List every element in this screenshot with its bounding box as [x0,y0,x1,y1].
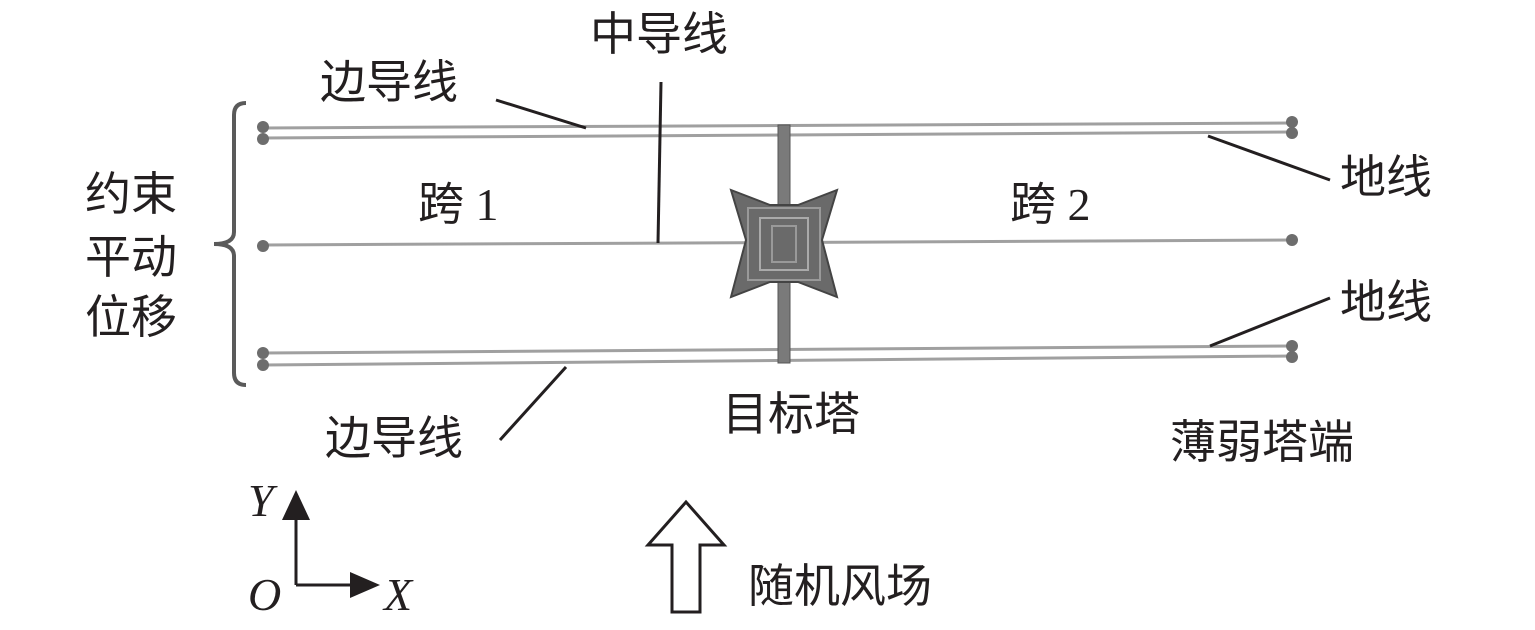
label-side-conductor-top: 边导线 [320,57,458,108]
label-span2: 跨 2 [1010,179,1091,230]
label-wind-field: 随机风场 [748,561,932,612]
label-constraint-3: 位移 [85,292,177,343]
label-ground-wire-bottom: 地线 [1340,277,1432,328]
target-tower-icon [729,124,839,364]
axis-origin-label: O [248,569,282,620]
label-side-conductor-bottom: 边导线 [325,413,463,464]
label-span1: 跨 1 [418,179,499,230]
label-constraint-2: 平动 [85,232,177,283]
leader-middle [656,81,663,244]
leader-ground-top [1207,134,1331,182]
leader-side-top [495,98,587,130]
axis-x-label: X [384,569,413,620]
leader-side-bottom [498,365,568,442]
label-constraint-1: 约束 [85,169,177,220]
label-weak-tower-end: 薄弱塔端 [1170,417,1354,468]
constraint-brace [213,101,247,387]
label-middle-conductor: 中导线 [590,9,728,60]
wind-arrow-icon [644,499,728,614]
leader-ground-bottom [1209,296,1331,348]
label-ground-wire-top: 地线 [1340,152,1432,203]
label-target-tower: 目标塔 [722,389,860,440]
end-nodes [257,116,1298,371]
coordinate-axes-icon [282,490,380,598]
axis-y-label: Y [248,475,274,526]
